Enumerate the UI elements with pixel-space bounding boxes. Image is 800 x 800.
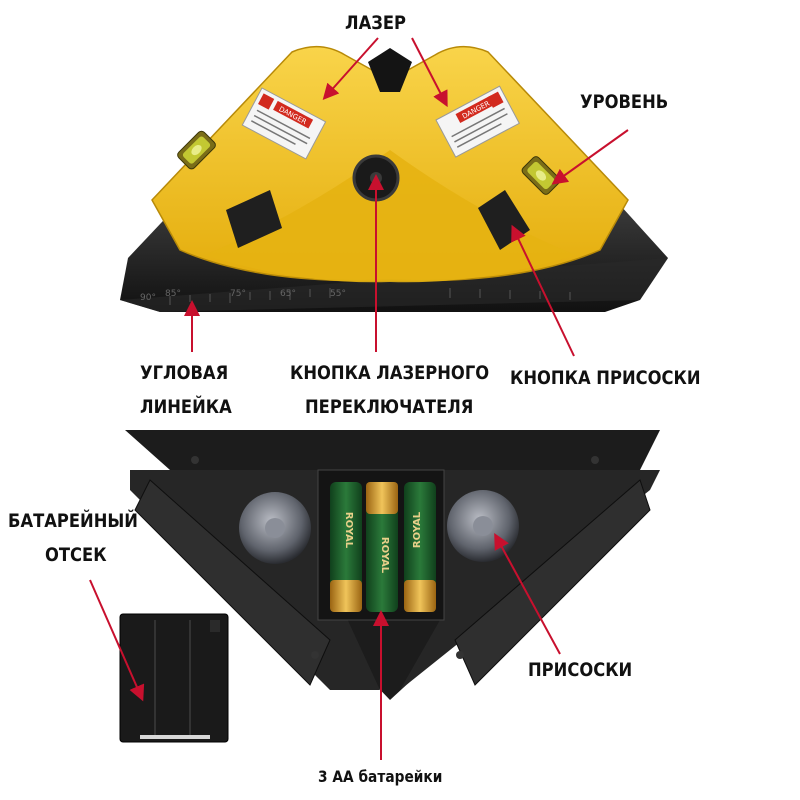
svg-text:ROYAL: ROYAL xyxy=(379,537,390,574)
ruler-tick-label: 85° xyxy=(165,289,181,299)
label-level: УРОВЕНЬ xyxy=(580,91,669,113)
battery-right: ROYAL xyxy=(404,482,436,612)
arrow-level xyxy=(551,129,629,185)
label-laser-switch-2: ПЕРЕКЛЮЧАТЕЛЯ xyxy=(305,396,474,418)
laser-aperture xyxy=(368,48,412,92)
ruler-tick-label: 65° xyxy=(280,289,296,299)
arrow-laser-left xyxy=(322,37,379,100)
battery-middle: ROYAL xyxy=(366,482,398,612)
bubble-level-left xyxy=(177,130,216,170)
callout-arrows xyxy=(89,37,629,760)
label-battery-compartment-2: ОТСЕК xyxy=(45,544,107,566)
ruler-tick-label: 75° xyxy=(230,289,246,299)
arrow-battery-compartment xyxy=(89,579,145,702)
label-angle-ruler-1: УГЛОВАЯ xyxy=(140,362,229,384)
top-device: 90° 85° 75° 65° 55° DANGER DANGER xyxy=(120,46,668,312)
ruler-tick-label: 55° xyxy=(330,289,346,299)
arrow-suction-cups xyxy=(494,532,561,655)
label-battery-compartment-1: БАТАРЕЙНЫЙ xyxy=(8,510,138,532)
svg-text:ROYAL: ROYAL xyxy=(343,512,354,549)
bubble-level-right xyxy=(521,156,561,195)
svg-text:ROYAL: ROYAL xyxy=(412,511,423,548)
label-suction-button: КНОПКА ПРИСОСКИ xyxy=(510,367,701,389)
label-suction-cups: ПРИСОСКИ xyxy=(528,659,633,681)
arrow-laser-right xyxy=(411,37,448,108)
label-angle-ruler-2: ЛИНЕЙКА xyxy=(140,396,232,418)
arrow-suction-button xyxy=(511,224,575,357)
battery-lid xyxy=(119,613,229,743)
ruler-tick-label: 90° xyxy=(140,293,156,303)
battery-left: ROYAL xyxy=(330,482,362,612)
warning-sticker-left: DANGER xyxy=(241,87,327,160)
label-batteries: 3 АА батарейки xyxy=(318,767,443,786)
label-laser: ЛАЗЕР xyxy=(345,12,406,34)
bottom-device: ROYAL ROYAL ROYAL xyxy=(125,430,660,700)
suction-button-left xyxy=(226,190,282,248)
warning-sticker-right: DANGER xyxy=(435,85,520,158)
label-laser-switch-1: КНОПКА ЛАЗЕРНОГО xyxy=(290,362,490,384)
